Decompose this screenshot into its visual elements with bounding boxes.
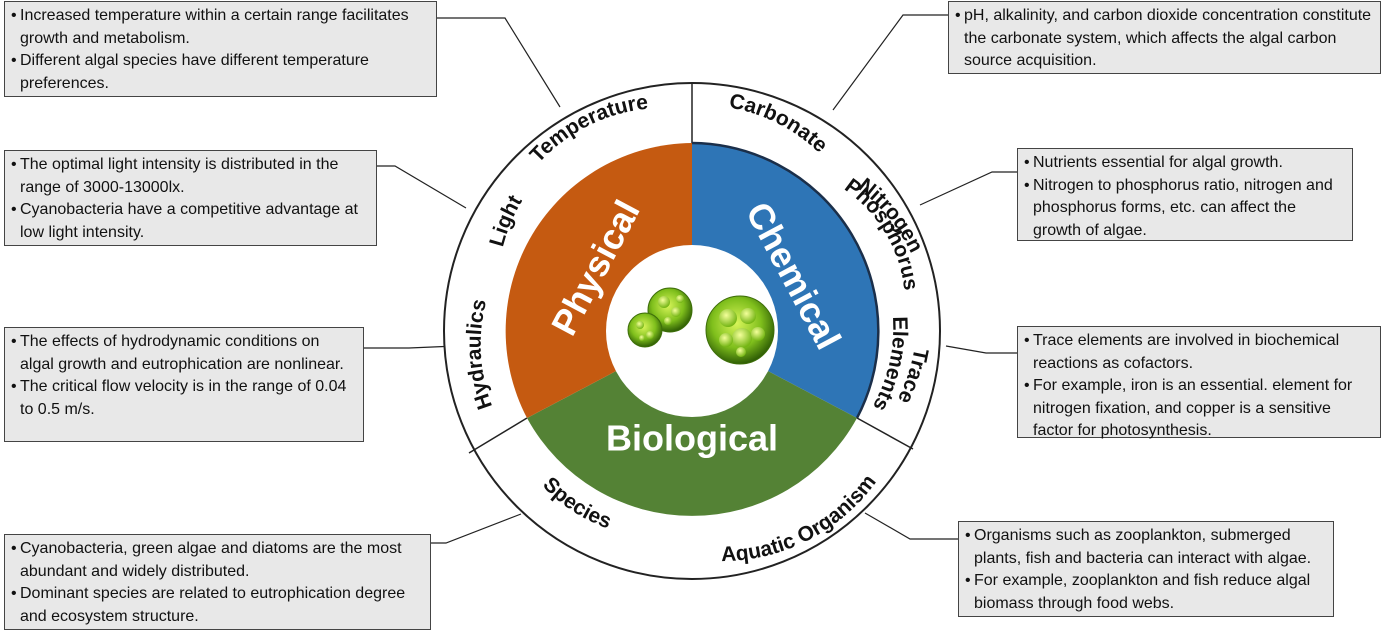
box-temperature-item: Increased temperature within a certain r…	[11, 5, 428, 50]
box-carbonate: pH, alkalinity, and carbon dioxide conce…	[948, 1, 1381, 74]
box-aquatic-organism-item: For example, zooplankton and fish reduce…	[965, 570, 1325, 615]
connector-aquatic-organism	[864, 512, 958, 540]
connector-nutrients	[919, 171, 1017, 206]
box-aquatic-organism: Organisms such as zooplankton, submerged…	[958, 521, 1334, 617]
connector-temperature	[437, 17, 561, 108]
box-trace-elements: Trace elements are involved in biochemic…	[1017, 326, 1381, 439]
box-hydraulics-item: The critical flow velocity is in the ran…	[11, 376, 355, 421]
box-species-item: Cyanobacteria, green algae and diatoms a…	[11, 538, 422, 583]
box-trace-elements-item: Trace elements are involved in biochemic…	[1024, 330, 1372, 375]
box-hydraulics: The effects of hydrodynamic conditions o…	[4, 327, 364, 442]
box-aquatic-organism-item: Organisms such as zooplankton, submerged…	[965, 525, 1325, 570]
box-light-item: The optimal light intensity is distribut…	[11, 154, 368, 199]
box-trace-elements-item: For example, iron is an essential. eleme…	[1024, 375, 1372, 443]
box-nutrients: Nutrients essential for algal growth. Ni…	[1017, 148, 1353, 241]
box-temperature-item: Different algal species have different t…	[11, 50, 428, 95]
microalgae-icon	[627, 287, 775, 365]
box-light-item: Cyanobacteria have a competitive advanta…	[11, 199, 368, 244]
box-temperature: Increased temperature within a certain r…	[4, 1, 437, 97]
sector-biological	[527, 331, 857, 516]
connector-trace-elements	[945, 345, 1017, 354]
box-species-item: Dominant species are related to eutrophi…	[11, 583, 422, 628]
box-hydraulics-item: The effects of hydrodynamic conditions o…	[11, 331, 355, 376]
box-species: Cyanobacteria, green algae and diatoms a…	[4, 534, 431, 630]
box-nutrients-item: Nutrients essential for algal growth.	[1024, 152, 1344, 175]
ring-dividers	[468, 83, 914, 454]
center-circle	[606, 245, 778, 417]
connector-hydraulics	[364, 345, 457, 349]
box-light: The optimal light intensity is distribut…	[4, 150, 377, 246]
connector-lines	[364, 14, 1017, 544]
box-nutrients-item: Nitrogen to phosphorus ratio, nitrogen a…	[1024, 175, 1344, 243]
chemical-arc-edge	[691, 141, 880, 419]
connector-light	[377, 165, 467, 209]
connector-species	[431, 513, 522, 544]
box-carbonate-item: pH, alkalinity, and carbon dioxide conce…	[955, 5, 1372, 73]
connector-carbonate	[832, 14, 948, 111]
label-biological: Biological	[606, 418, 778, 459]
